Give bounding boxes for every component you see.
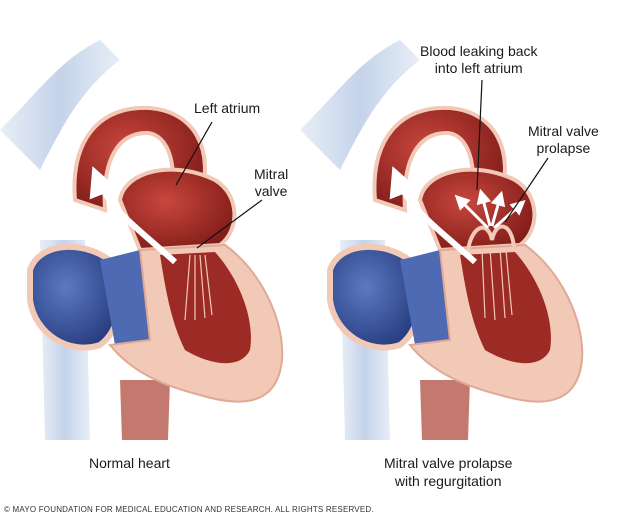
normal-heart-illustration	[0, 40, 284, 440]
chordae-right	[481, 247, 513, 321]
blood-flow-arrow-right	[389, 166, 478, 265]
descending-aorta-left	[120, 380, 170, 440]
label-mitral-prolapse: Mitral valve prolapse	[528, 123, 599, 156]
label-blood-leaking: Blood leaking back into left atrium	[420, 43, 538, 76]
copyright-notice: © MAYO FOUNDATION FOR MEDICAL EDUCATION …	[4, 505, 374, 514]
prolapsed-valve-leaflets	[466, 224, 516, 251]
vessel-right	[300, 40, 420, 170]
leader-mitral-prolapse	[504, 157, 549, 223]
prolapse-heart-illustration	[300, 40, 584, 440]
caption-prolapse: Mitral valve prolapse with regurgitation	[384, 455, 513, 489]
chordae-left	[184, 254, 213, 321]
leader-mitral-valve	[196, 199, 263, 249]
vessel-left	[0, 40, 120, 170]
regurgitation-arrows	[454, 188, 526, 230]
septum-left	[100, 250, 150, 345]
descending-aorta-right	[420, 380, 470, 440]
leader-blood-leaking	[476, 79, 483, 191]
septum-right	[400, 250, 450, 345]
left-atrium-shape-left	[117, 167, 237, 253]
leader-lines	[175, 79, 549, 249]
label-mitral-valve: Mitral valve	[254, 166, 289, 199]
blood-flow-arrow-left	[89, 166, 178, 265]
label-left-atrium: Left atrium	[194, 100, 261, 116]
leader-left-atrium	[175, 121, 213, 186]
caption-normal-heart: Normal heart	[89, 455, 170, 471]
ventricle-cavity-left	[160, 252, 251, 364]
